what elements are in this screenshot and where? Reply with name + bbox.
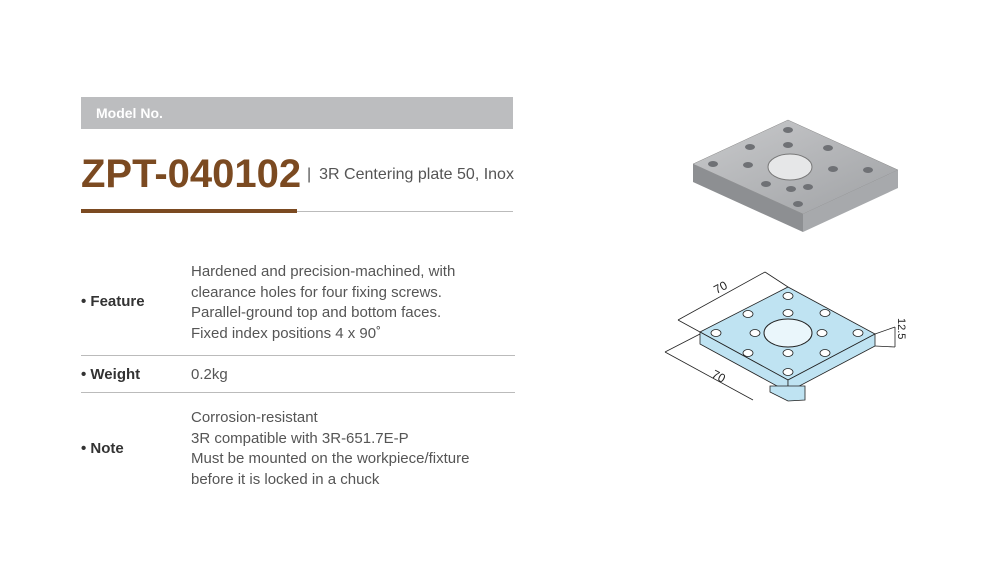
model-name: 3R Centering plate 50, Inox (319, 166, 514, 183)
feature-line: Hardened and precision-machined, with (191, 263, 456, 280)
dimension-drawing: 70 70 12.5 (664, 271, 907, 402)
feature-value: Hardened and precision-machined, with cl… (191, 262, 455, 344)
dim-bottom: 70 (709, 367, 728, 386)
note-line: Must be mounted on the workpiece/fixture (191, 450, 470, 467)
dim-top: 70 (711, 278, 730, 297)
note-line: Corrosion-resistant (191, 409, 318, 426)
model-code: ZPT-040102 (81, 152, 302, 196)
feature-line: clearance holes for four fixing screws. (191, 283, 442, 301)
model-no-label: Model No. (96, 105, 163, 121)
feature-line: Parallel-ground top and bottom faces. (191, 304, 442, 321)
row-divider (81, 355, 515, 356)
product-photo (692, 119, 899, 232)
feature-label: • Feature (81, 293, 145, 310)
model-no-header: Model No. (81, 97, 513, 129)
weight-value: 0.2kg (191, 365, 228, 386)
note-line: 3R compatible with 3R-651.7E-P (191, 429, 409, 447)
weight-line: 0.2kg (191, 366, 228, 383)
model-subtitle: | 3R Centering plate 50, Inox (307, 166, 514, 184)
weight-label: • Weight (81, 366, 141, 383)
note-label: • Note (81, 440, 124, 457)
title-divider (81, 211, 513, 212)
feature-line: Fixed index positions 4 x 90˚ (191, 324, 382, 342)
note-value: Corrosion-resistant 3R compatible with 3… (191, 408, 469, 490)
note-line: before it is locked in a chuck (191, 470, 380, 488)
dim-height: 12.5 (895, 318, 907, 339)
row-divider (81, 392, 515, 393)
title-underline (81, 209, 297, 213)
separator: | (307, 166, 312, 183)
